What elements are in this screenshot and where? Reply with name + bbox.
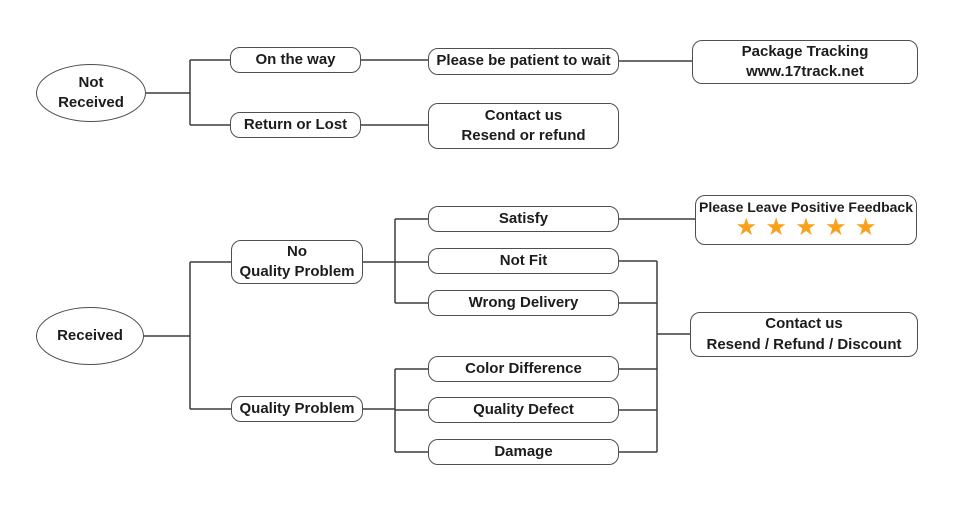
node-quality-defect: Quality Defect [428,397,619,423]
node-satisfy: Satisfy [428,206,619,232]
star-icon: ★ [826,215,846,239]
node-not-fit: Not Fit [428,248,619,274]
star-icon: ★ [796,215,816,239]
node-contact-us-resend-refund-discount: Contact us Resend / Refund / Discount [690,312,918,357]
node-on-the-way: On the way [230,47,361,73]
node-wrong-delivery: Wrong Delivery [428,290,619,316]
node-quality-problem: Quality Problem [231,396,363,422]
node-package-tracking: Package Tracking www.17track.net [692,40,918,84]
node-please-be-patient: Please be patient to wait [428,48,619,75]
connector-no-quality-branch [363,218,428,304]
star-icon: ★ [736,215,756,239]
connector-converge-to-contact [619,260,690,453]
positive-feedback-label: Please Leave Positive Feedback [698,199,913,215]
node-received: Received [36,307,144,365]
node-no-quality-problem: No Quality Problem [231,240,363,284]
node-positive-feedback: Please Leave Positive Feedback ★ ★ ★ ★ ★ [695,195,917,245]
node-color-difference: Color Difference [428,356,619,382]
node-return-or-lost: Return or Lost [230,112,361,138]
node-damage: Damage [428,439,619,465]
node-contact-us-resend-refund: Contact us Resend or refund [428,103,619,149]
star-icon: ★ [856,215,876,239]
connector-not-received-branch [146,59,230,126]
node-not-received: Not Received [36,64,146,122]
connector-quality-branch [363,368,428,453]
connector-received-branch [144,261,231,410]
star-rating: ★ ★ ★ ★ ★ [737,217,875,238]
star-icon: ★ [766,215,786,239]
